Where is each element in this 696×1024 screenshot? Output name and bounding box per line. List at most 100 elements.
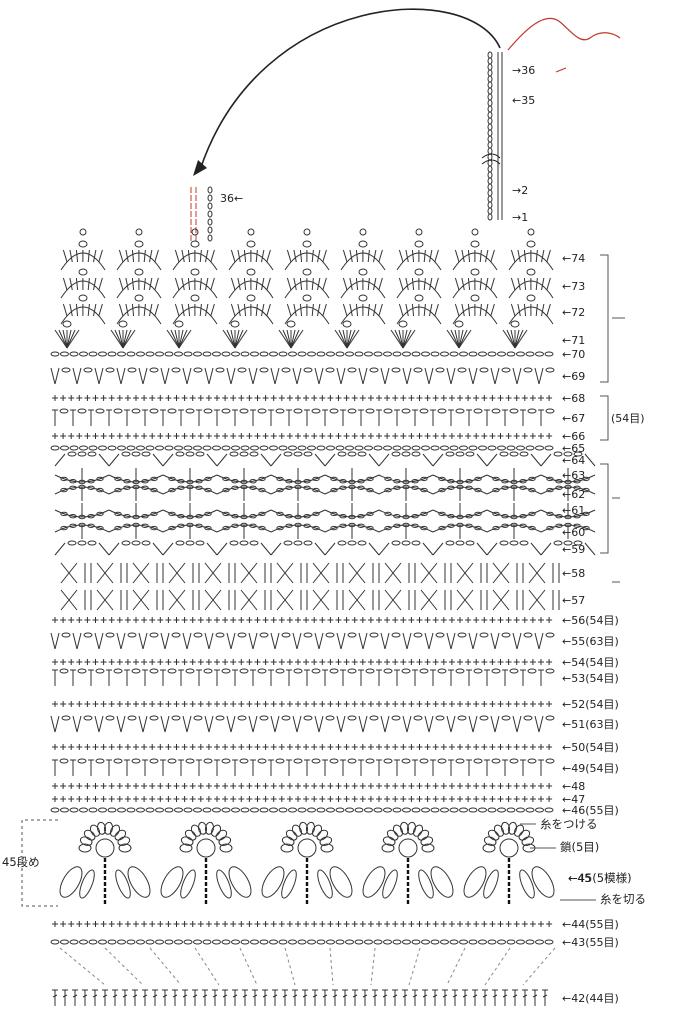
dc-stitch — [510, 303, 516, 317]
chain-stitch — [545, 758, 555, 764]
chain-stitch — [384, 511, 392, 517]
sc-stitch — [181, 659, 188, 665]
sc-stitch — [181, 433, 188, 439]
dc-stitch — [372, 989, 378, 1006]
sc-stitch — [246, 701, 253, 707]
leaf-stitch — [519, 869, 535, 899]
sc-stitch — [343, 783, 350, 789]
chain-stitch — [145, 939, 155, 945]
chain-stitch — [183, 351, 193, 357]
dc-stitch — [62, 277, 68, 291]
sc-stitch — [133, 395, 139, 401]
sc-stitch — [408, 395, 415, 401]
sc-stitch — [214, 395, 220, 401]
chain-stitch — [269, 445, 278, 451]
chain-stitch — [293, 668, 303, 674]
chain-stitch — [411, 479, 419, 484]
mesh-stitch — [378, 542, 434, 556]
dc-stitch — [302, 989, 308, 1006]
sc-stitch — [367, 744, 374, 750]
chain-stitch — [60, 487, 68, 493]
sc-stitch — [100, 783, 107, 789]
petal-stitch — [421, 843, 435, 853]
chain-stitch — [212, 807, 221, 813]
sc-stitch — [254, 395, 261, 401]
chain-stitch — [357, 523, 365, 528]
sc-stitch — [529, 659, 536, 665]
sc-stitch — [165, 744, 172, 750]
leaf-stitch — [362, 866, 386, 898]
stitch-row — [54, 320, 528, 349]
picot-stitch — [470, 240, 480, 248]
sc-stitch — [149, 921, 156, 927]
stitch-row — [60, 228, 554, 271]
sc-stitch — [473, 433, 480, 439]
sc-stitch — [286, 659, 293, 665]
v-stitch — [424, 715, 434, 733]
chain-stitch — [366, 525, 374, 531]
sc-stitch — [376, 921, 382, 927]
chain-stitch — [307, 807, 316, 813]
dc-stitch — [340, 759, 346, 776]
petal-stitch — [513, 824, 525, 837]
sc-stitch — [457, 659, 463, 665]
dc-stitch — [93, 249, 97, 263]
chain-stitch — [237, 367, 247, 373]
petal-stitch — [219, 843, 233, 853]
sc-stitch — [222, 395, 229, 401]
sc-stitch — [189, 701, 196, 707]
row-label: ←61 — [562, 504, 585, 517]
sc-stitch — [181, 744, 188, 750]
sc-stitch — [465, 701, 472, 707]
cross-stitch — [492, 562, 524, 584]
dc-stitch — [484, 409, 490, 426]
chain-stitch — [440, 351, 449, 357]
sc-stitch — [432, 921, 439, 927]
sc-stitch — [424, 395, 431, 401]
chain-stitch — [373, 351, 383, 357]
dc-stitch — [485, 249, 489, 263]
sc-stitch — [408, 783, 415, 789]
sc-stitch — [295, 433, 301, 439]
dc-stitch — [202, 989, 208, 1006]
dc-stitch — [112, 989, 118, 1006]
sc-stitch — [262, 659, 269, 665]
petal-stitch — [109, 824, 121, 837]
chain-stitch — [545, 668, 555, 674]
sc-stitch — [254, 796, 261, 802]
dc-stitch — [190, 187, 197, 193]
chain-stitch — [67, 540, 77, 546]
picot-stitch — [62, 320, 72, 328]
chain-stitch — [60, 511, 68, 517]
chain-stitch — [293, 451, 303, 457]
sc-stitch — [400, 617, 407, 623]
sc-stitch — [173, 433, 180, 439]
sc-stitch — [424, 921, 431, 927]
sc-stitch — [457, 617, 463, 623]
chain-stitch — [303, 451, 313, 457]
chain-stitch — [221, 445, 231, 451]
chain-stitch — [202, 807, 212, 813]
sc-stitch — [270, 659, 277, 665]
dc-stitch — [190, 211, 197, 217]
sc-stitch — [286, 783, 293, 789]
sc-stitch — [521, 659, 528, 665]
sc-stitch — [440, 744, 447, 750]
sc-stitch — [384, 796, 391, 802]
dc-stitch — [442, 989, 448, 1006]
dc-stitch — [322, 409, 328, 426]
chain-stitch — [516, 939, 525, 945]
sc-stitch — [513, 659, 520, 665]
chain-stitch — [131, 758, 141, 764]
dc-stitch — [205, 249, 209, 263]
picot-stitch — [471, 228, 479, 236]
dc-stitch — [434, 303, 439, 317]
chain-stitch — [275, 758, 285, 764]
chain-stitch — [126, 351, 136, 357]
sc-stitch — [108, 796, 115, 802]
chain-stitch — [546, 476, 554, 482]
chain-stitch — [487, 123, 493, 131]
sc-stitch — [108, 921, 115, 927]
sc-stitch — [181, 783, 188, 789]
sc-stitch — [60, 617, 67, 623]
